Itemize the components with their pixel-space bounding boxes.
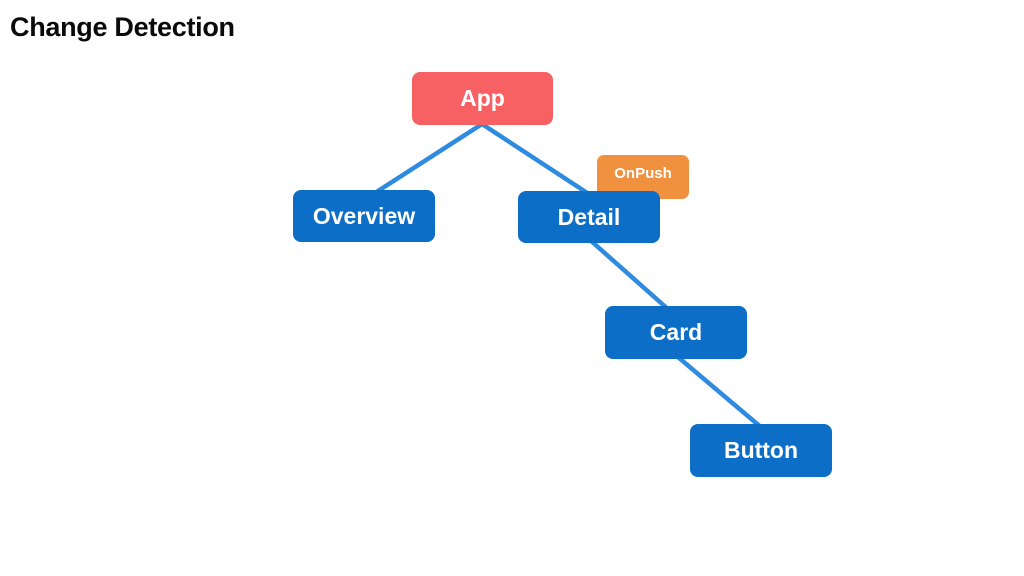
node-overview[interactable]: Overview xyxy=(293,190,435,242)
node-button[interactable]: Button xyxy=(690,424,832,477)
node-detail[interactable]: Detail xyxy=(518,191,660,243)
edge-detail-card xyxy=(587,237,681,321)
edge-card-button xyxy=(669,349,765,431)
edge-app-detail xyxy=(479,121,601,203)
edge-app-overview xyxy=(361,121,485,203)
page-title: Change Detection xyxy=(10,12,235,42)
node-card[interactable]: Card xyxy=(605,306,747,359)
node-app[interactable]: App xyxy=(412,72,553,125)
